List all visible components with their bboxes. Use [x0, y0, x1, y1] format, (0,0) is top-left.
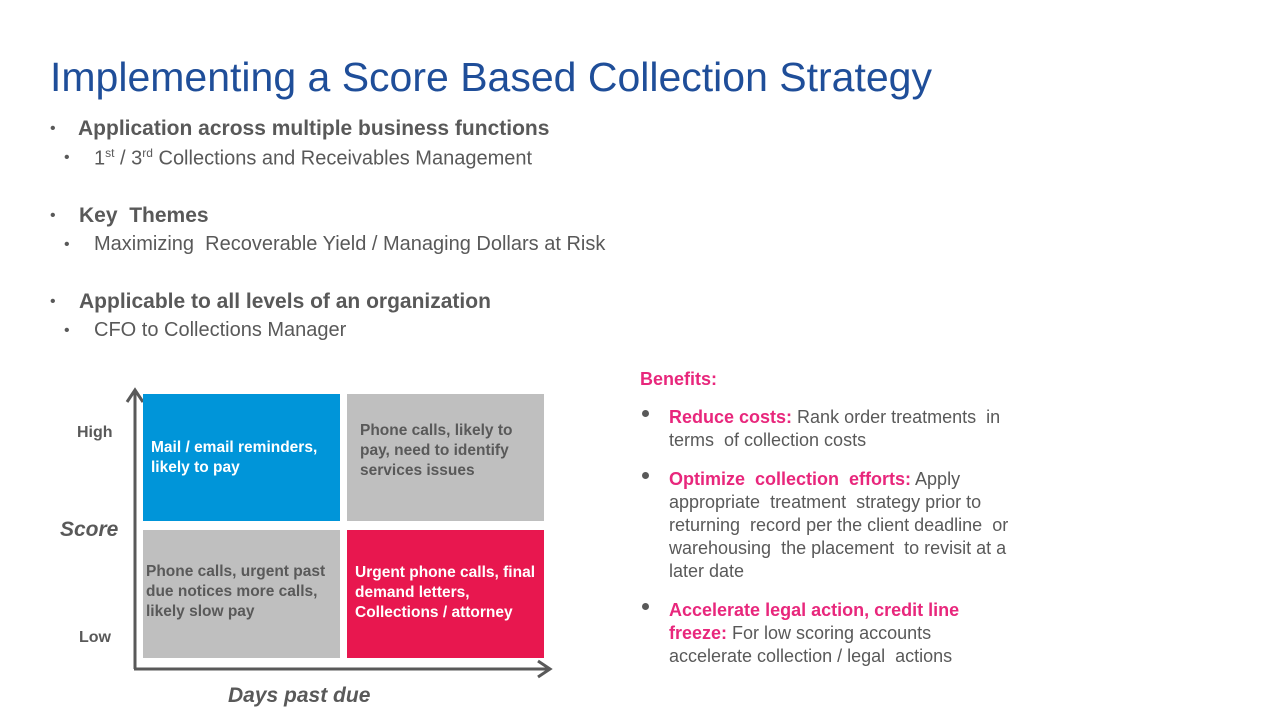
y-axis-arrow-icon	[125, 387, 145, 403]
bullet-heading: Application across multiple business fun…	[78, 117, 550, 140]
benefit-item: Reduce costs: Rank order treatments in t…	[669, 406, 1031, 452]
bullet-sub: 1st / 3rd Collections and Receivables Ma…	[94, 146, 532, 171]
slide-title: Implementing a Score Based Collection St…	[50, 54, 932, 100]
text-part: 1	[94, 147, 106, 170]
benefit-label: Accelerate legal action, credit line fre…	[669, 600, 960, 643]
y-axis-title: Score	[60, 518, 119, 541]
superscript: rd	[142, 146, 153, 160]
text-part: Collections and Receivables Management	[152, 147, 533, 170]
y-axis-low-label: Low	[79, 629, 111, 646]
bullet-icon: •	[64, 236, 70, 253]
bullet-sub: Maximizing Recoverable Yield / Managing …	[94, 233, 606, 255]
benefit-item: Optimize collection efforts: Apply appro…	[669, 468, 1033, 583]
quadrant-low-score-low-days: Phone calls, urgent past due notices mor…	[143, 530, 340, 658]
x-axis-title: Days past due	[228, 684, 371, 707]
quadrant-high-score-high-days: Phone calls, likely to pay, need to iden…	[347, 394, 544, 521]
superscript: st	[105, 146, 115, 160]
bullet-sub: CFO to Collections Manager	[94, 319, 347, 341]
benefit-text: For low scoring accounts accelerate coll…	[669, 623, 953, 666]
quadrant-high-score-low-days: Mail / email reminders, likely to pay	[143, 394, 340, 521]
bullet-icon: •	[64, 149, 70, 166]
text-part: / 3	[114, 147, 143, 170]
bullet-icon: •	[64, 322, 70, 339]
bullet-heading: Key Themes	[79, 204, 209, 227]
bullet-icon	[642, 603, 649, 610]
benefit-text: Rank order treatments in terms of collec…	[669, 407, 1006, 450]
x-axis-arrow-icon	[537, 659, 553, 679]
benefit-label: Reduce costs:	[669, 407, 793, 427]
benefit-label: Optimize collection efforts:	[669, 469, 912, 489]
bullet-icon	[642, 410, 649, 417]
bullet-heading: Applicable to all levels of an organizat…	[79, 290, 491, 313]
benefit-text: Apply appropriate treatment strategy pri…	[669, 469, 1014, 581]
quadrant-low-score-high-days: Urgent phone calls, final demand letters…	[347, 530, 544, 658]
bullet-icon	[642, 472, 649, 479]
bullet-icon: •	[50, 207, 56, 224]
bullet-icon: •	[50, 293, 56, 310]
bullet-icon: •	[50, 120, 56, 137]
y-axis-high-label: High	[77, 424, 113, 441]
benefits-title: Benefits:	[640, 369, 718, 389]
benefit-item: Accelerate legal action, credit line fre…	[669, 599, 1019, 668]
